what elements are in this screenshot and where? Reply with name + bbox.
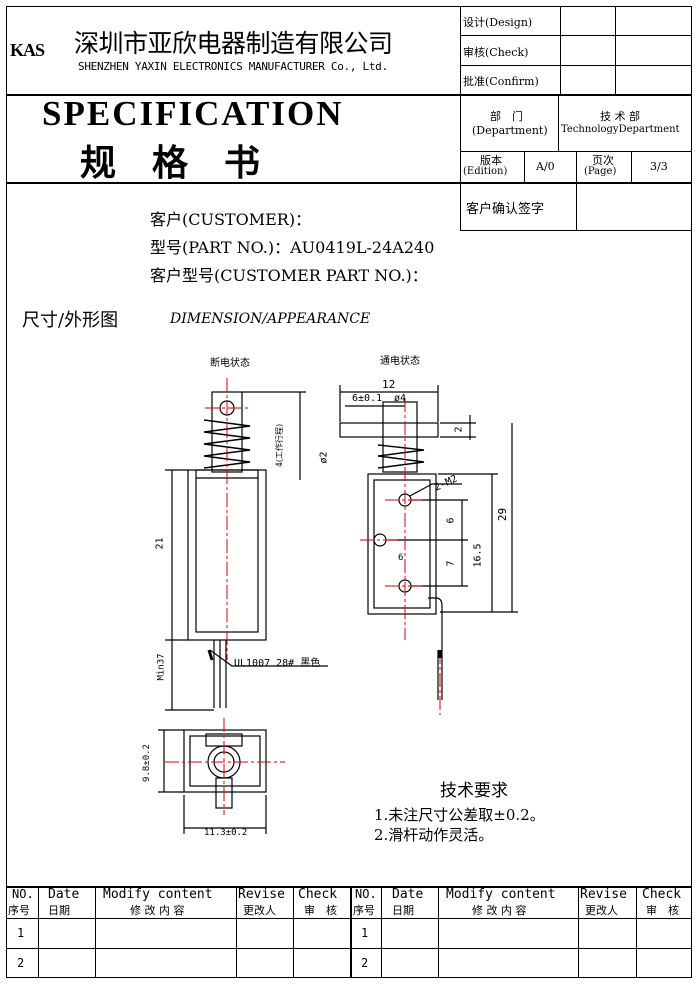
- dim-stroke: 4(工作行程): [275, 423, 285, 468]
- department-label-en: (Department): [472, 124, 548, 137]
- header-modify: Modify content: [446, 887, 556, 902]
- state-off-label: 断电状态: [210, 358, 250, 369]
- page-label-en: (Page): [584, 166, 617, 177]
- solenoid-bottom-view: [183, 729, 267, 793]
- dim-min-37: Min37: [156, 653, 167, 681]
- company-logo: KAS: [10, 40, 45, 60]
- dim-6-tolerance: 6±0.1: [352, 393, 383, 404]
- department-value-en: TechnologyDepartment: [561, 124, 680, 135]
- dim-diameter-4: ø4: [394, 393, 407, 404]
- requirement-item: 2.滑杆动作灵活。: [374, 826, 494, 844]
- dim-11-3: 11.3±0.2: [204, 828, 248, 838]
- page-frame: [6, 6, 692, 978]
- header-revise-cn: 更改人: [243, 904, 276, 917]
- confirm-label: 批准(Confirm): [463, 75, 539, 88]
- requirements-title: 技术要求: [440, 781, 508, 801]
- dim-21: 21: [154, 537, 166, 550]
- edition-value: A/0: [536, 160, 555, 173]
- edition-label-en: (Edition): [463, 166, 508, 177]
- department-label-cn: 部 门: [490, 110, 523, 123]
- company-name-en: SHENZHEN YAXIN ELECTRONICS MANUFACTURER …: [78, 60, 388, 73]
- customer-field: 客户(CUSTOMER)：: [150, 210, 312, 229]
- spring: [203, 419, 251, 469]
- check-label: 审核(Check): [463, 46, 529, 59]
- header-date: Date: [48, 887, 80, 902]
- header-check: Check: [298, 887, 338, 902]
- spec-title-cn: 规 格 书: [80, 142, 261, 184]
- dim-diameter-2: ø2: [318, 451, 330, 464]
- part-number-field: 型号(PART NO.)：AU0419L-24A240: [150, 238, 435, 257]
- solenoid-frame-front: [367, 473, 437, 615]
- dim-6-c: 6: [398, 553, 404, 563]
- header-revise: Revise: [580, 887, 627, 902]
- dim-2: 2: [453, 426, 465, 433]
- page-label-cn: 页次: [592, 154, 614, 167]
- page-value: 3/3: [650, 160, 668, 173]
- plunger-cap: [339, 422, 439, 438]
- department-value-cn: 技 术 部: [600, 110, 640, 123]
- header-no-cn: 序号: [353, 904, 375, 917]
- wire-spec: UL1007 28# 黑色: [234, 658, 321, 669]
- header-revise-cn: 更改人: [585, 904, 618, 917]
- header-no-cn: 序号: [8, 904, 30, 917]
- header-check: Check: [642, 887, 682, 902]
- header-date: Date: [392, 887, 424, 902]
- header-modify-cn: 修 改 内 容: [130, 904, 185, 917]
- header-modify-cn: 修 改 内 容: [472, 904, 527, 917]
- dim-9-8: 9.8±0.2: [141, 744, 152, 782]
- dim-12: 12: [382, 378, 396, 391]
- state-on-label: 通电状态: [380, 356, 420, 367]
- header-modify: Modify content: [103, 887, 213, 902]
- company-name-cn: 深圳市亚欣电器制造有限公司: [74, 29, 393, 58]
- header-no: NO.: [12, 887, 34, 901]
- section-title-cn: 尺寸/外形图: [22, 310, 119, 331]
- dim-29: 29: [496, 507, 510, 522]
- dim-6-b: 6: [445, 517, 457, 524]
- dim-7: 7: [445, 560, 457, 567]
- header-check-cn: 审 核: [646, 904, 679, 917]
- requirement-item: 1.未注尺寸公差取±0.2。: [374, 806, 545, 824]
- customer-part-number-field: 客户型号(CUSTOMER PART NO.)：: [150, 266, 428, 285]
- header-check-cn: 审 核: [304, 904, 337, 917]
- edition-label-cn: 版本: [480, 154, 502, 167]
- design-label: 设计(Design): [463, 16, 533, 29]
- spec-title-en: SPECIFICATION: [42, 94, 344, 133]
- header-no: NO.: [355, 887, 377, 901]
- row-number: 2: [17, 956, 25, 970]
- customer-sign-label: 客户确认签字: [466, 202, 545, 217]
- dim-16-5: 16.5: [472, 543, 484, 568]
- row-number: 1: [17, 926, 25, 940]
- section-title-en: DIMENSION/APPEARANCE: [170, 311, 371, 327]
- header-date-cn: 日期: [48, 904, 70, 917]
- header-date-cn: 日期: [392, 904, 414, 917]
- row-number: 2: [361, 956, 369, 970]
- header-revise: Revise: [238, 887, 285, 902]
- row-number: 1: [361, 926, 369, 940]
